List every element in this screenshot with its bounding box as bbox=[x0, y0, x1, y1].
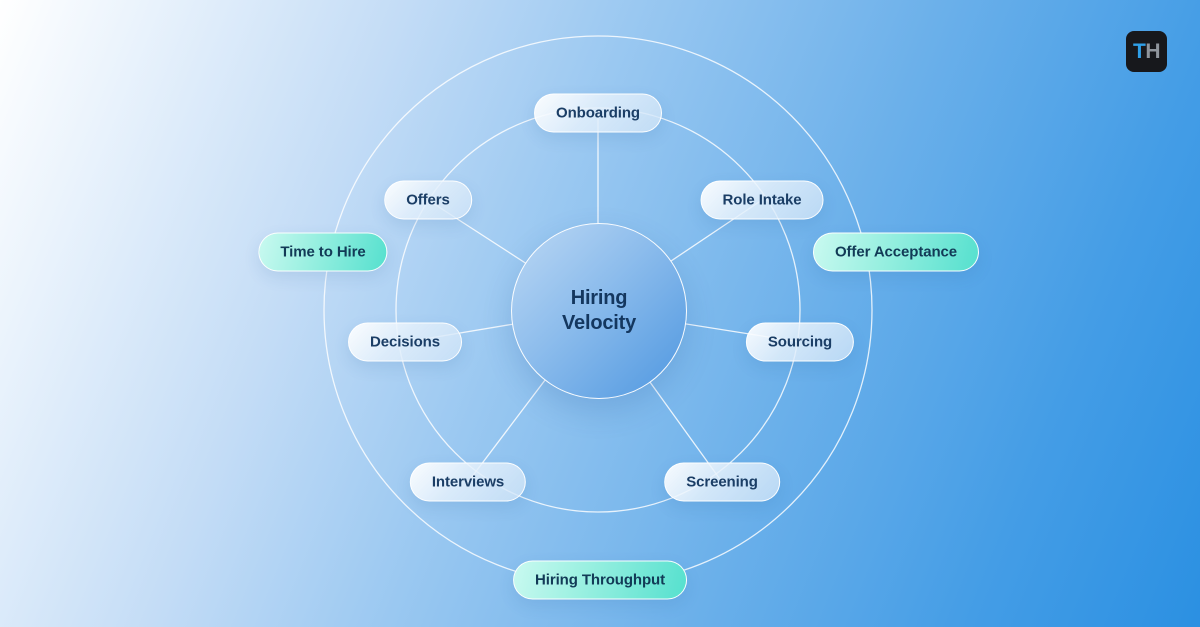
metric-offer-acceptance: Offer Acceptance bbox=[812, 232, 980, 272]
node-sourcing: Sourcing bbox=[745, 322, 855, 362]
node-offers: Offers bbox=[384, 180, 472, 220]
node-role-intake: Role Intake bbox=[700, 180, 824, 220]
metric-time-to-hire: Time to Hire bbox=[258, 232, 388, 272]
center-label-line1: Hiring bbox=[570, 287, 628, 309]
metric-hiring-throughput: Hiring Throughput bbox=[513, 560, 687, 600]
center-node-label: Hiring Velocity bbox=[562, 286, 636, 336]
logo-letter-h: H bbox=[1145, 39, 1160, 63]
center-label-line2: Velocity bbox=[562, 312, 636, 334]
center-node-hiring-velocity: Hiring Velocity bbox=[511, 223, 687, 399]
logo-letter-t: T bbox=[1133, 39, 1146, 63]
node-screening: Screening bbox=[664, 462, 780, 502]
node-onboarding: Onboarding bbox=[534, 93, 662, 133]
node-decisions: Decisions bbox=[348, 322, 462, 362]
node-interviews: Interviews bbox=[409, 462, 527, 502]
